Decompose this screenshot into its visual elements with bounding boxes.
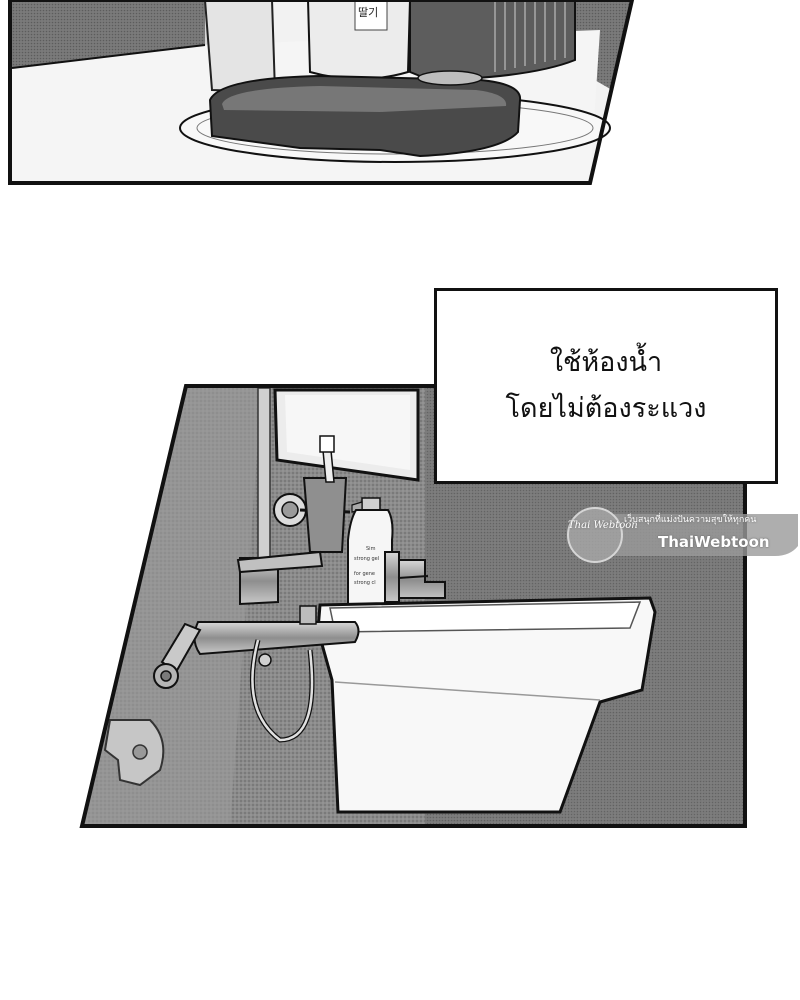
svg-text:strong cl: strong cl — [354, 580, 376, 586]
watermark: Thai Webtoon เว็บสนุกที่แม่งปันความสุขให… — [560, 503, 798, 557]
svg-text:딸기: 딸기 — [358, 6, 378, 19]
svg-text:for gene: for gene — [354, 571, 375, 577]
watermark-site: ThaiWebtoon — [658, 533, 770, 551]
watermark-logo: Thai Webtoon — [568, 520, 638, 531]
caption-line-1: ใช้ห้องน้ำ — [549, 347, 663, 378]
caption-box: ใช้ห้องน้ำ โดยไม่ต้องระแวง — [434, 288, 778, 484]
svg-text:Sim: Sim — [366, 546, 376, 552]
caption-line-2: โดยไม่ต้องระแวง — [505, 393, 707, 424]
svg-text:strong gel: strong gel — [354, 556, 379, 562]
top-panel: 딸기 — [8, 0, 635, 185]
watermark-badge — [567, 507, 798, 563]
watermark-tagline: เว็บสนุกที่แม่งปันความสุขให้ทุกคน — [624, 515, 757, 525]
bottom-panel: Sim strong gel for gene strong cl — [79, 384, 747, 828]
